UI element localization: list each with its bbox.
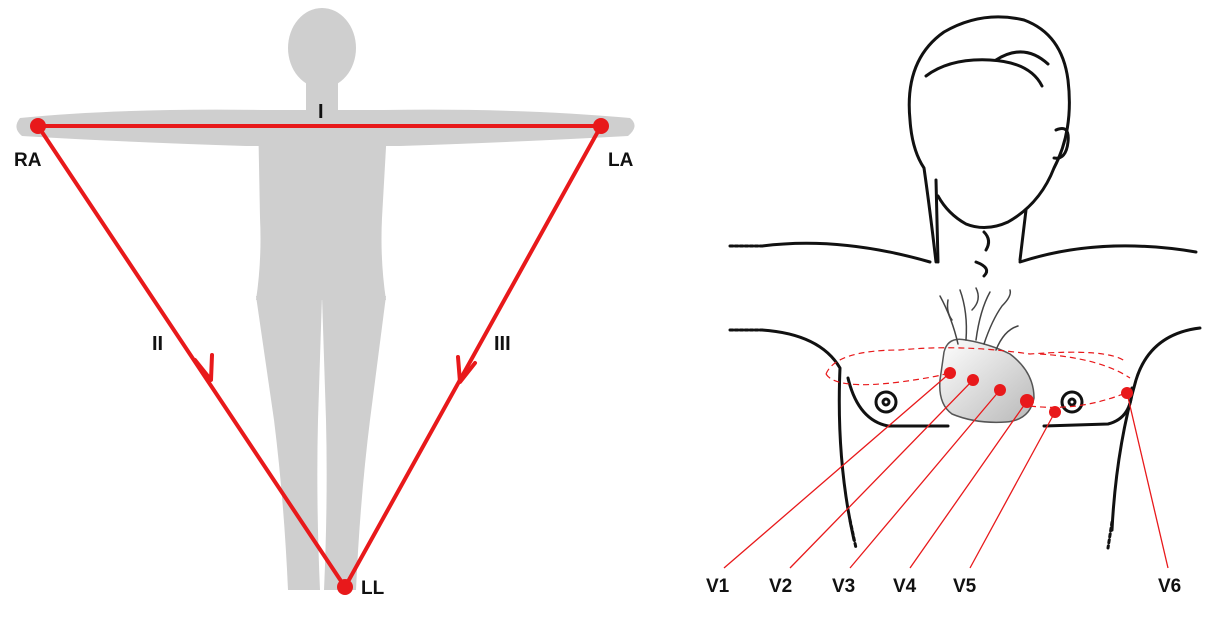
electrode-label-ll: LL [361,578,385,599]
precordial-panel: V1 V2 V3 V4 V5 V6 [706,17,1200,597]
lead-wire-v3 [850,390,1000,568]
electrode-ll-dot [337,579,353,595]
left-nipple-icon [876,392,896,412]
lead-label-v5: V5 [953,576,977,597]
lead-wire-v6 [1127,393,1168,568]
lead-label-v4: V4 [893,576,917,597]
lead-wire-v5 [970,412,1055,568]
lead-wire-v2 [790,380,973,568]
lead-label-v3: V3 [832,576,855,597]
electrode-ra-dot [30,118,46,134]
torso-outline-icon [730,17,1200,548]
electrode-v5-dot [1049,406,1061,418]
electrode-v2-dot [967,374,979,386]
lead-label-iii: III [494,333,511,355]
lead-label-i: I [318,101,324,123]
lead-label-v6: V6 [1158,576,1181,597]
human-silhouette-icon [16,8,634,590]
electrode-label-ra: RA [14,150,42,171]
lead-label-ii: II [152,333,163,355]
lead-label-v2: V2 [769,576,792,597]
electrode-la-dot [593,118,609,134]
electrode-v6-dot [1121,387,1133,399]
electrode-label-la: LA [608,150,634,171]
electrode-v3-dot [994,384,1006,396]
heart-icon [940,288,1034,422]
electrode-v1-dot [944,367,956,379]
lead-label-v1: V1 [706,576,730,597]
lead-wire-v1 [724,373,950,568]
right-nipple-icon [1062,392,1082,412]
electrode-v4-dot [1020,394,1034,408]
einthoven-triangle-panel: RA LA LL I II III [14,8,635,599]
lead-iii-line [345,126,601,587]
